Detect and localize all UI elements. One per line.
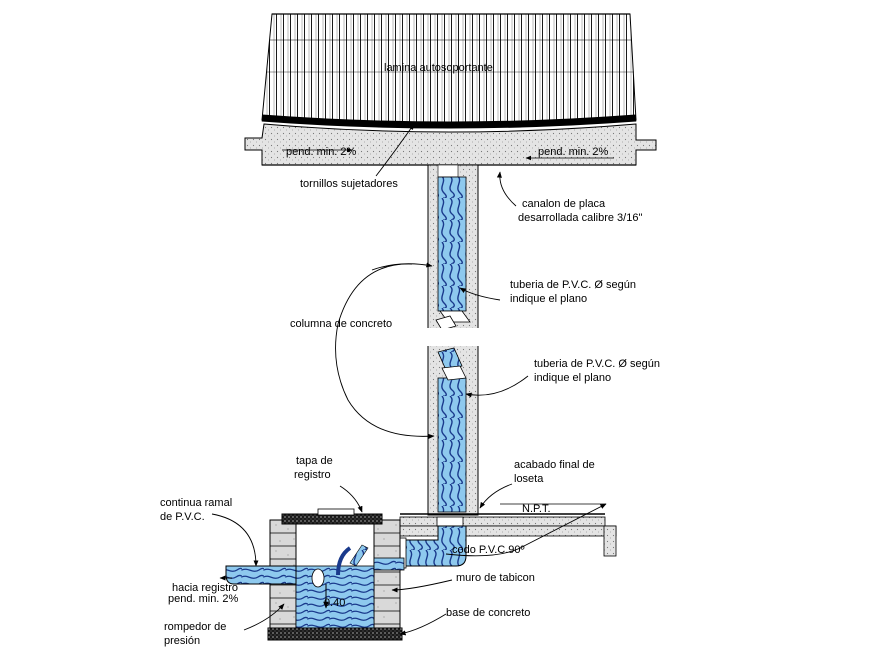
cover-label-2: registro	[294, 469, 331, 481]
breaker-label-2: presión	[164, 635, 201, 647]
finish-label-1: acabado final de	[514, 459, 595, 471]
npt-label: N.P.T.	[522, 503, 551, 515]
pipe-b-label-1: tuberia de P.V.C. Ø según	[534, 358, 660, 370]
branch-label-1: continua ramal	[160, 497, 233, 509]
base-label: base de concreto	[446, 607, 531, 619]
column-label: columna de concreto	[290, 318, 393, 330]
pipe-a-label-1: tuberia de P.V.C. Ø según	[510, 279, 636, 291]
elbow-label: codo P.V.C.90º	[452, 544, 525, 556]
concrete-column	[420, 164, 490, 516]
branch-label-2: de P.V.C.	[160, 511, 205, 523]
register-box	[225, 508, 405, 641]
roof-sheet	[261, 13, 637, 129]
breaker-label-1: rompedor de	[164, 621, 227, 633]
to-register-label-2: pend. min. 2%	[168, 593, 239, 605]
cover-label-1: tapa de	[296, 455, 333, 467]
screws-label: tornillos sujetadores	[300, 178, 398, 190]
dimension-label: 0.40	[324, 597, 346, 609]
pipe-a-label-2: indique el plano	[510, 293, 588, 305]
slope-right-label: pend. min. 2%	[538, 146, 609, 158]
gutter-label-2: desarrollada calibre 3/16"	[518, 212, 643, 224]
wall-label: muro de tabicon	[456, 572, 535, 584]
slope-left-label: pend. min. 2%	[286, 146, 357, 158]
gutter-label-1: canalon de placa	[522, 198, 606, 210]
leader-lines	[211, 123, 607, 636]
pipe-b-label-2: indique el plano	[534, 372, 612, 384]
to-register-label-1: hacia registro	[172, 582, 239, 594]
roof-sheet-label: lamina autosoportante	[384, 62, 493, 74]
finish-label-2: loseta	[514, 473, 544, 485]
floor-finish	[399, 513, 617, 557]
